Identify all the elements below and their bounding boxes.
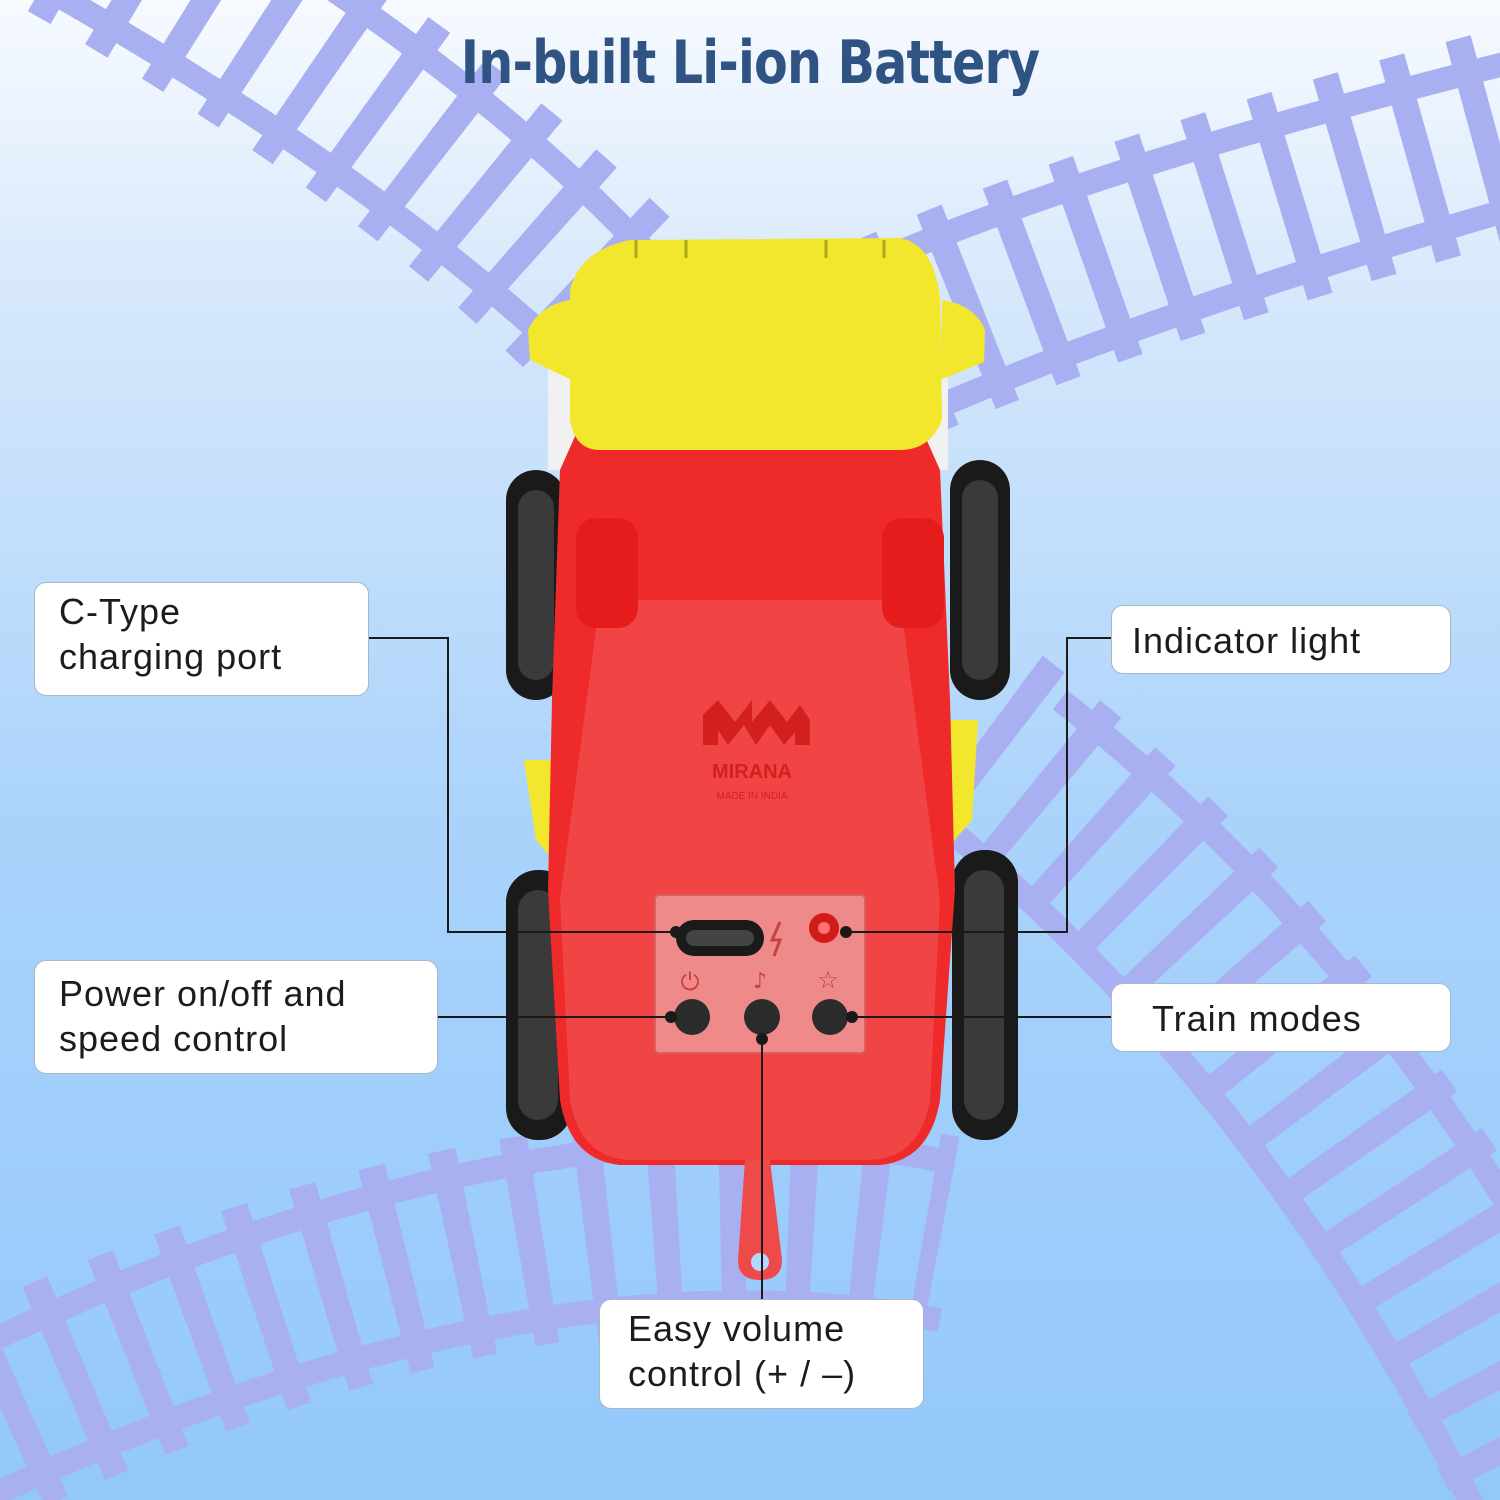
body-bump-right — [882, 518, 944, 628]
volume-button — [744, 999, 780, 1035]
train-roof — [570, 238, 942, 450]
roof-edge-left — [528, 300, 572, 380]
brand-tagline: MADE IN INDIA — [716, 791, 787, 802]
leader-lines — [369, 637, 1111, 1299]
tow-hook — [738, 1160, 782, 1280]
charging-bolt-icon — [769, 921, 783, 957]
callout-volume-control: Easy volume control (+ / –) — [599, 1299, 924, 1409]
body-bump-left — [576, 518, 638, 628]
speaker-icon: ♪ — [753, 969, 767, 994]
power-icon: ⏻ — [681, 968, 700, 996]
mode-button — [812, 999, 848, 1035]
wheels — [506, 460, 1018, 1140]
callout-train-modes: Train modes — [1111, 983, 1451, 1052]
callout-indicator-light: Indicator light — [1111, 605, 1451, 674]
power-button — [674, 999, 710, 1035]
control-panel: ⏻ ♪ ☆ — [654, 894, 866, 1054]
callout-c-type-charging-port: C-Type charging port — [34, 582, 369, 696]
roof-edge-right — [940, 300, 985, 380]
brand-logo: MIRANA MADE IN INDIA — [703, 700, 810, 802]
body-highlight — [560, 600, 940, 1160]
page-title: In-built Li-ion Battery — [460, 28, 1040, 98]
star-icon: ☆ — [817, 966, 839, 994]
brand-name: MIRANA — [712, 761, 792, 783]
callout-power-speed-control: Power on/off and speed control — [34, 960, 438, 1074]
